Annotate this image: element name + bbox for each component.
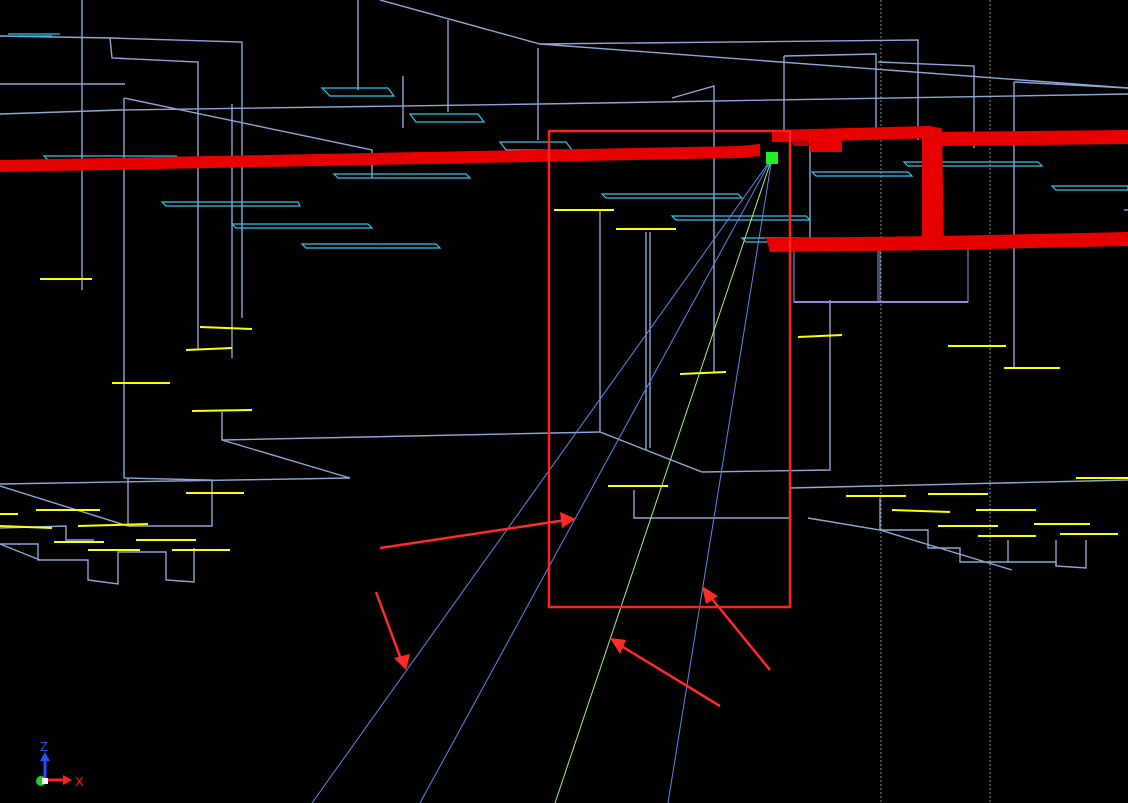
annotation-arrowheads [394, 512, 718, 670]
axis-z-label: Z [40, 739, 48, 754]
selection-marker[interactable] [766, 152, 778, 164]
axis-indicator: Z X [36, 739, 84, 789]
sprinkler-fixtures [0, 209, 1128, 551]
axis-x-label: X [75, 774, 84, 789]
highlight-box [547, 129, 792, 609]
red-duct [0, 126, 1128, 252]
annotation-arrows [374, 518, 771, 708]
structure-wireframe [0, 0, 1128, 585]
sight-rays [311, 157, 773, 803]
